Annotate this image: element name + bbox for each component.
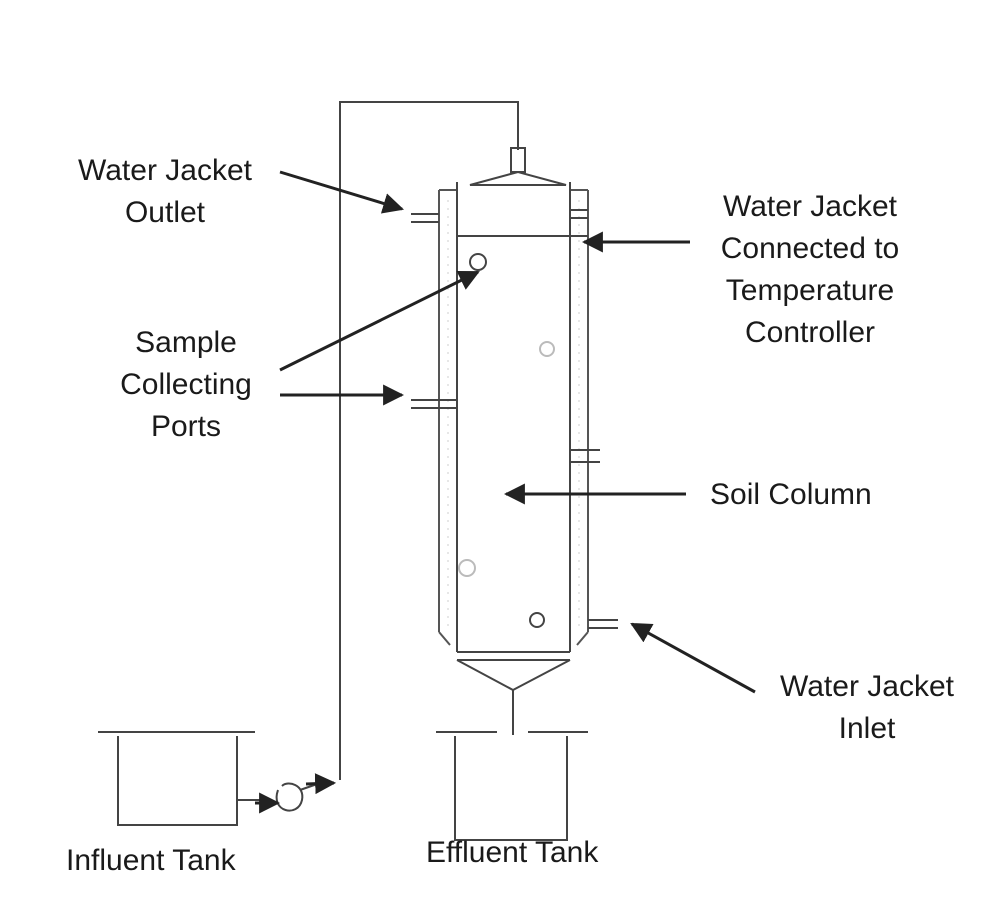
label-line: Controller	[744, 316, 876, 349]
label-water-jacket-connected: Water Jacket Connected to Temperature Co…	[690, 186, 930, 354]
sprinkler-head	[469, 147, 567, 186]
label-line: Collecting	[120, 368, 252, 401]
label-line: Connected to	[720, 232, 900, 265]
label-sample-collecting-ports: Sample Collecting Ports	[96, 322, 276, 448]
label-line: Inlet	[838, 712, 896, 745]
sample-ports	[458, 253, 555, 628]
label-water-jacket-inlet: Water Jacket Inlet	[752, 666, 982, 750]
soil-column-tube	[456, 182, 588, 735]
effluent-tank-drawing	[436, 731, 588, 841]
label-line: Water Jacket	[780, 670, 954, 703]
label-line: Ports	[150, 410, 222, 443]
label-effluent-tank: Effluent Tank	[426, 836, 599, 869]
influent-tank-drawing	[98, 731, 321, 826]
water-jacket	[438, 189, 589, 646]
label-line: Sample	[135, 326, 237, 359]
label-influent-tank: Influent Tank	[66, 844, 236, 877]
label-water-jacket-outlet: Water Jacket Outlet	[52, 150, 278, 234]
label-line: Water Jacket	[78, 154, 252, 187]
feed-pipe	[339, 101, 519, 780]
label-soil-column: Soil Column	[710, 478, 872, 511]
label-line: Water Jacket	[723, 190, 897, 223]
label-line: Outlet	[124, 196, 206, 229]
annotation-arrows	[255, 170, 756, 814]
jacket-ports	[411, 209, 618, 629]
label-line: Temperature	[725, 274, 895, 307]
